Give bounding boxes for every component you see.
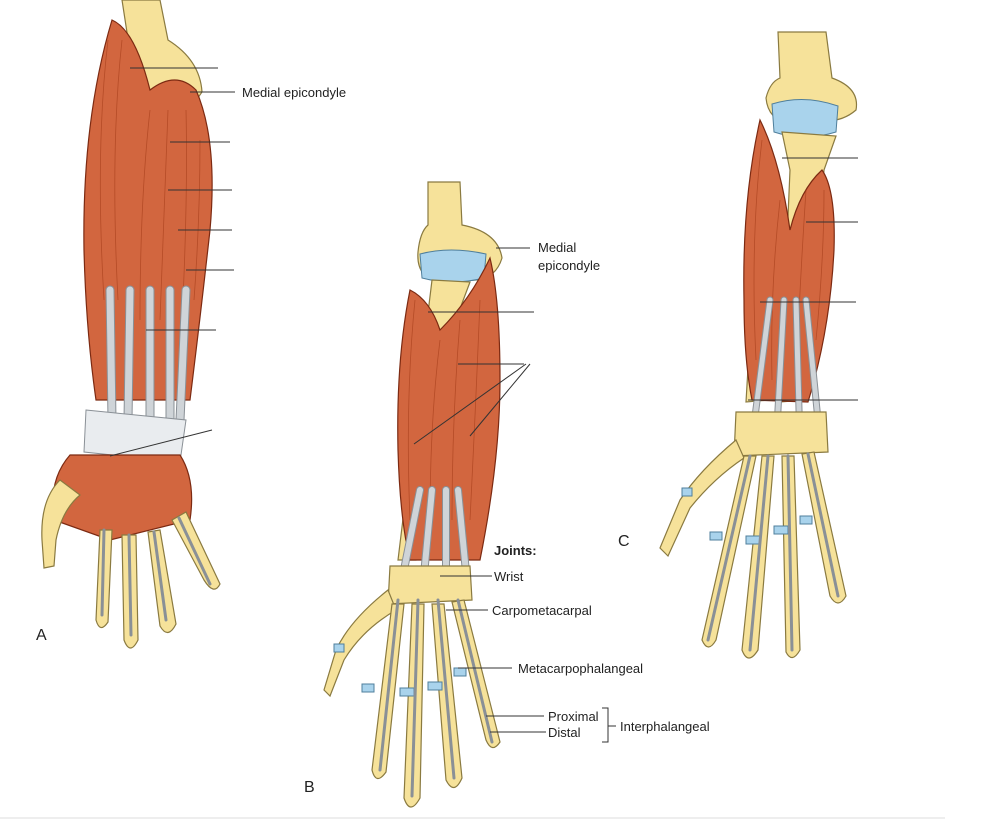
panel-c-letter: C: [618, 533, 630, 550]
panel-b-hand-skeleton: [323, 565, 501, 808]
panel-b-label-metacarpophalangeal: Metacarpophalangeal: [518, 661, 643, 676]
panel-c-hand-skeleton: [659, 411, 847, 659]
panel-b-label-wrist: Wrist: [494, 569, 524, 584]
panel-b-label-distal: Distal: [548, 725, 581, 740]
panel-c-trochlea-cartilage: [771, 98, 839, 138]
panel-b-leader-lines: [413, 247, 616, 743]
panel-b-label-carpometacarpal: Carpometacarpal: [492, 603, 592, 618]
panel-a-thumb: [41, 479, 81, 569]
panel-b-label-medial: Medial: [538, 240, 576, 255]
panel-a-superficial-flexors: Medial epicondyle A: [36, 0, 346, 649]
panel-b-label-proximal: Proximal: [548, 709, 599, 724]
panel-a-palm-muscles: [52, 454, 193, 541]
panel-a-letter: A: [36, 627, 47, 644]
panel-c-deep-layer: C: [618, 31, 858, 659]
panel-b-intermediate-layer: Medial epicondyle Joints: Wrist Carpomet…: [304, 181, 710, 808]
panel-a-leader-lines: [109, 67, 235, 457]
panel-a-label-medial-epicondyle: Medial epicondyle: [242, 85, 346, 100]
panel-b-thumb-joint: [333, 643, 345, 653]
panel-b-joints-heading: Joints:: [494, 543, 537, 558]
panel-b-label-epicondyle: epicondyle: [538, 258, 600, 273]
panel-a-forearm-muscles: [83, 19, 213, 401]
panel-c-leader-lines: [748, 157, 858, 401]
panel-b-letter: B: [304, 779, 315, 796]
panel-b-label-interphalangeal: Interphalangeal: [620, 719, 710, 734]
panel-a-fingers: [95, 511, 221, 649]
panel-b-trochlea-cartilage: [419, 249, 487, 283]
panel-b-forearm-muscles: [397, 256, 501, 561]
